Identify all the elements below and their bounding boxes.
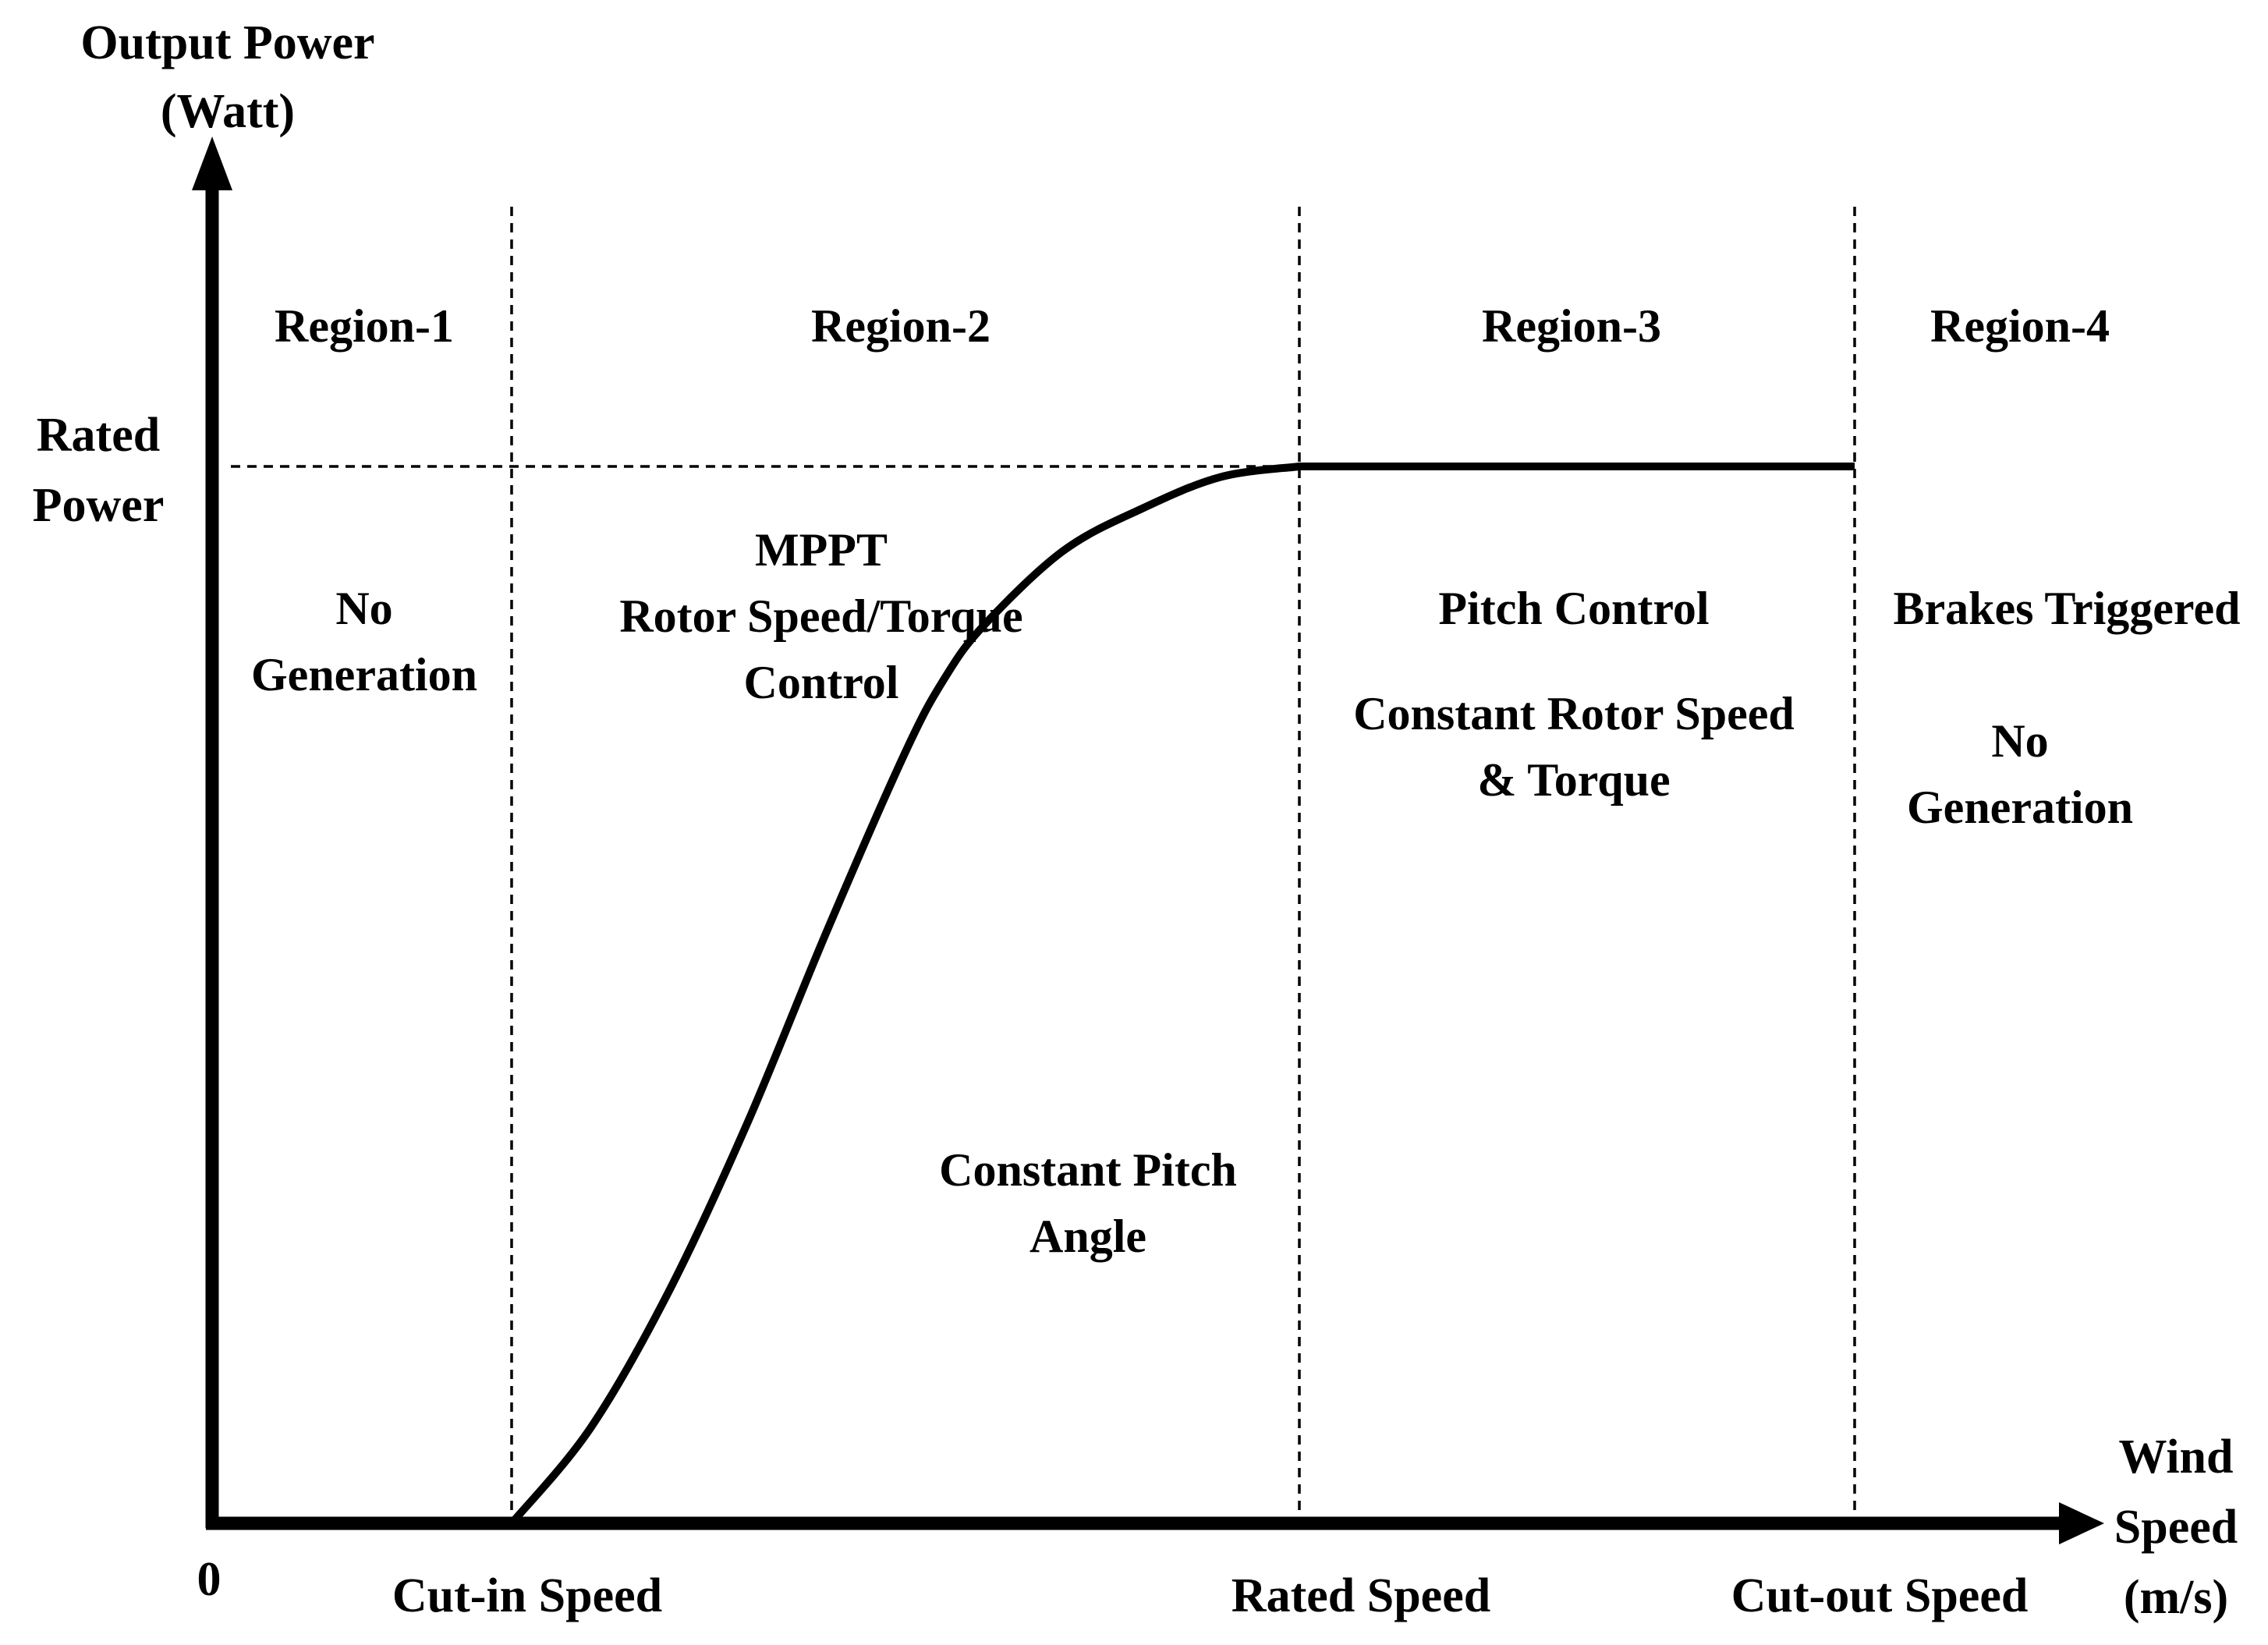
y-axis-arrow-icon: [192, 136, 232, 190]
region-3-note-1: Pitch Control: [1438, 583, 1709, 634]
x-tick-label-3: Cut-out Speed: [1731, 1569, 2029, 1622]
origin-label: 0: [197, 1553, 221, 1606]
y-axis-title: Output Power(Watt): [80, 16, 374, 138]
region-title-2: Region-2: [811, 300, 990, 352]
x-axis-arrow-icon: [2059, 1502, 2104, 1544]
region-title-4: Region-4: [1930, 300, 2110, 352]
region-title-1: Region-1: [275, 300, 454, 352]
power-curve-series: [509, 463, 1855, 1526]
x-tick-label-1: Cut-in Speed: [392, 1569, 662, 1622]
region-4-note-1: Brakes Triggered: [1894, 583, 2241, 634]
region-3-note-2: Constant Rotor Speed& Torque: [1353, 688, 1795, 806]
region-title-3: Region-3: [1482, 300, 1661, 352]
x-tick-label-2: Rated Speed: [1231, 1569, 1490, 1622]
